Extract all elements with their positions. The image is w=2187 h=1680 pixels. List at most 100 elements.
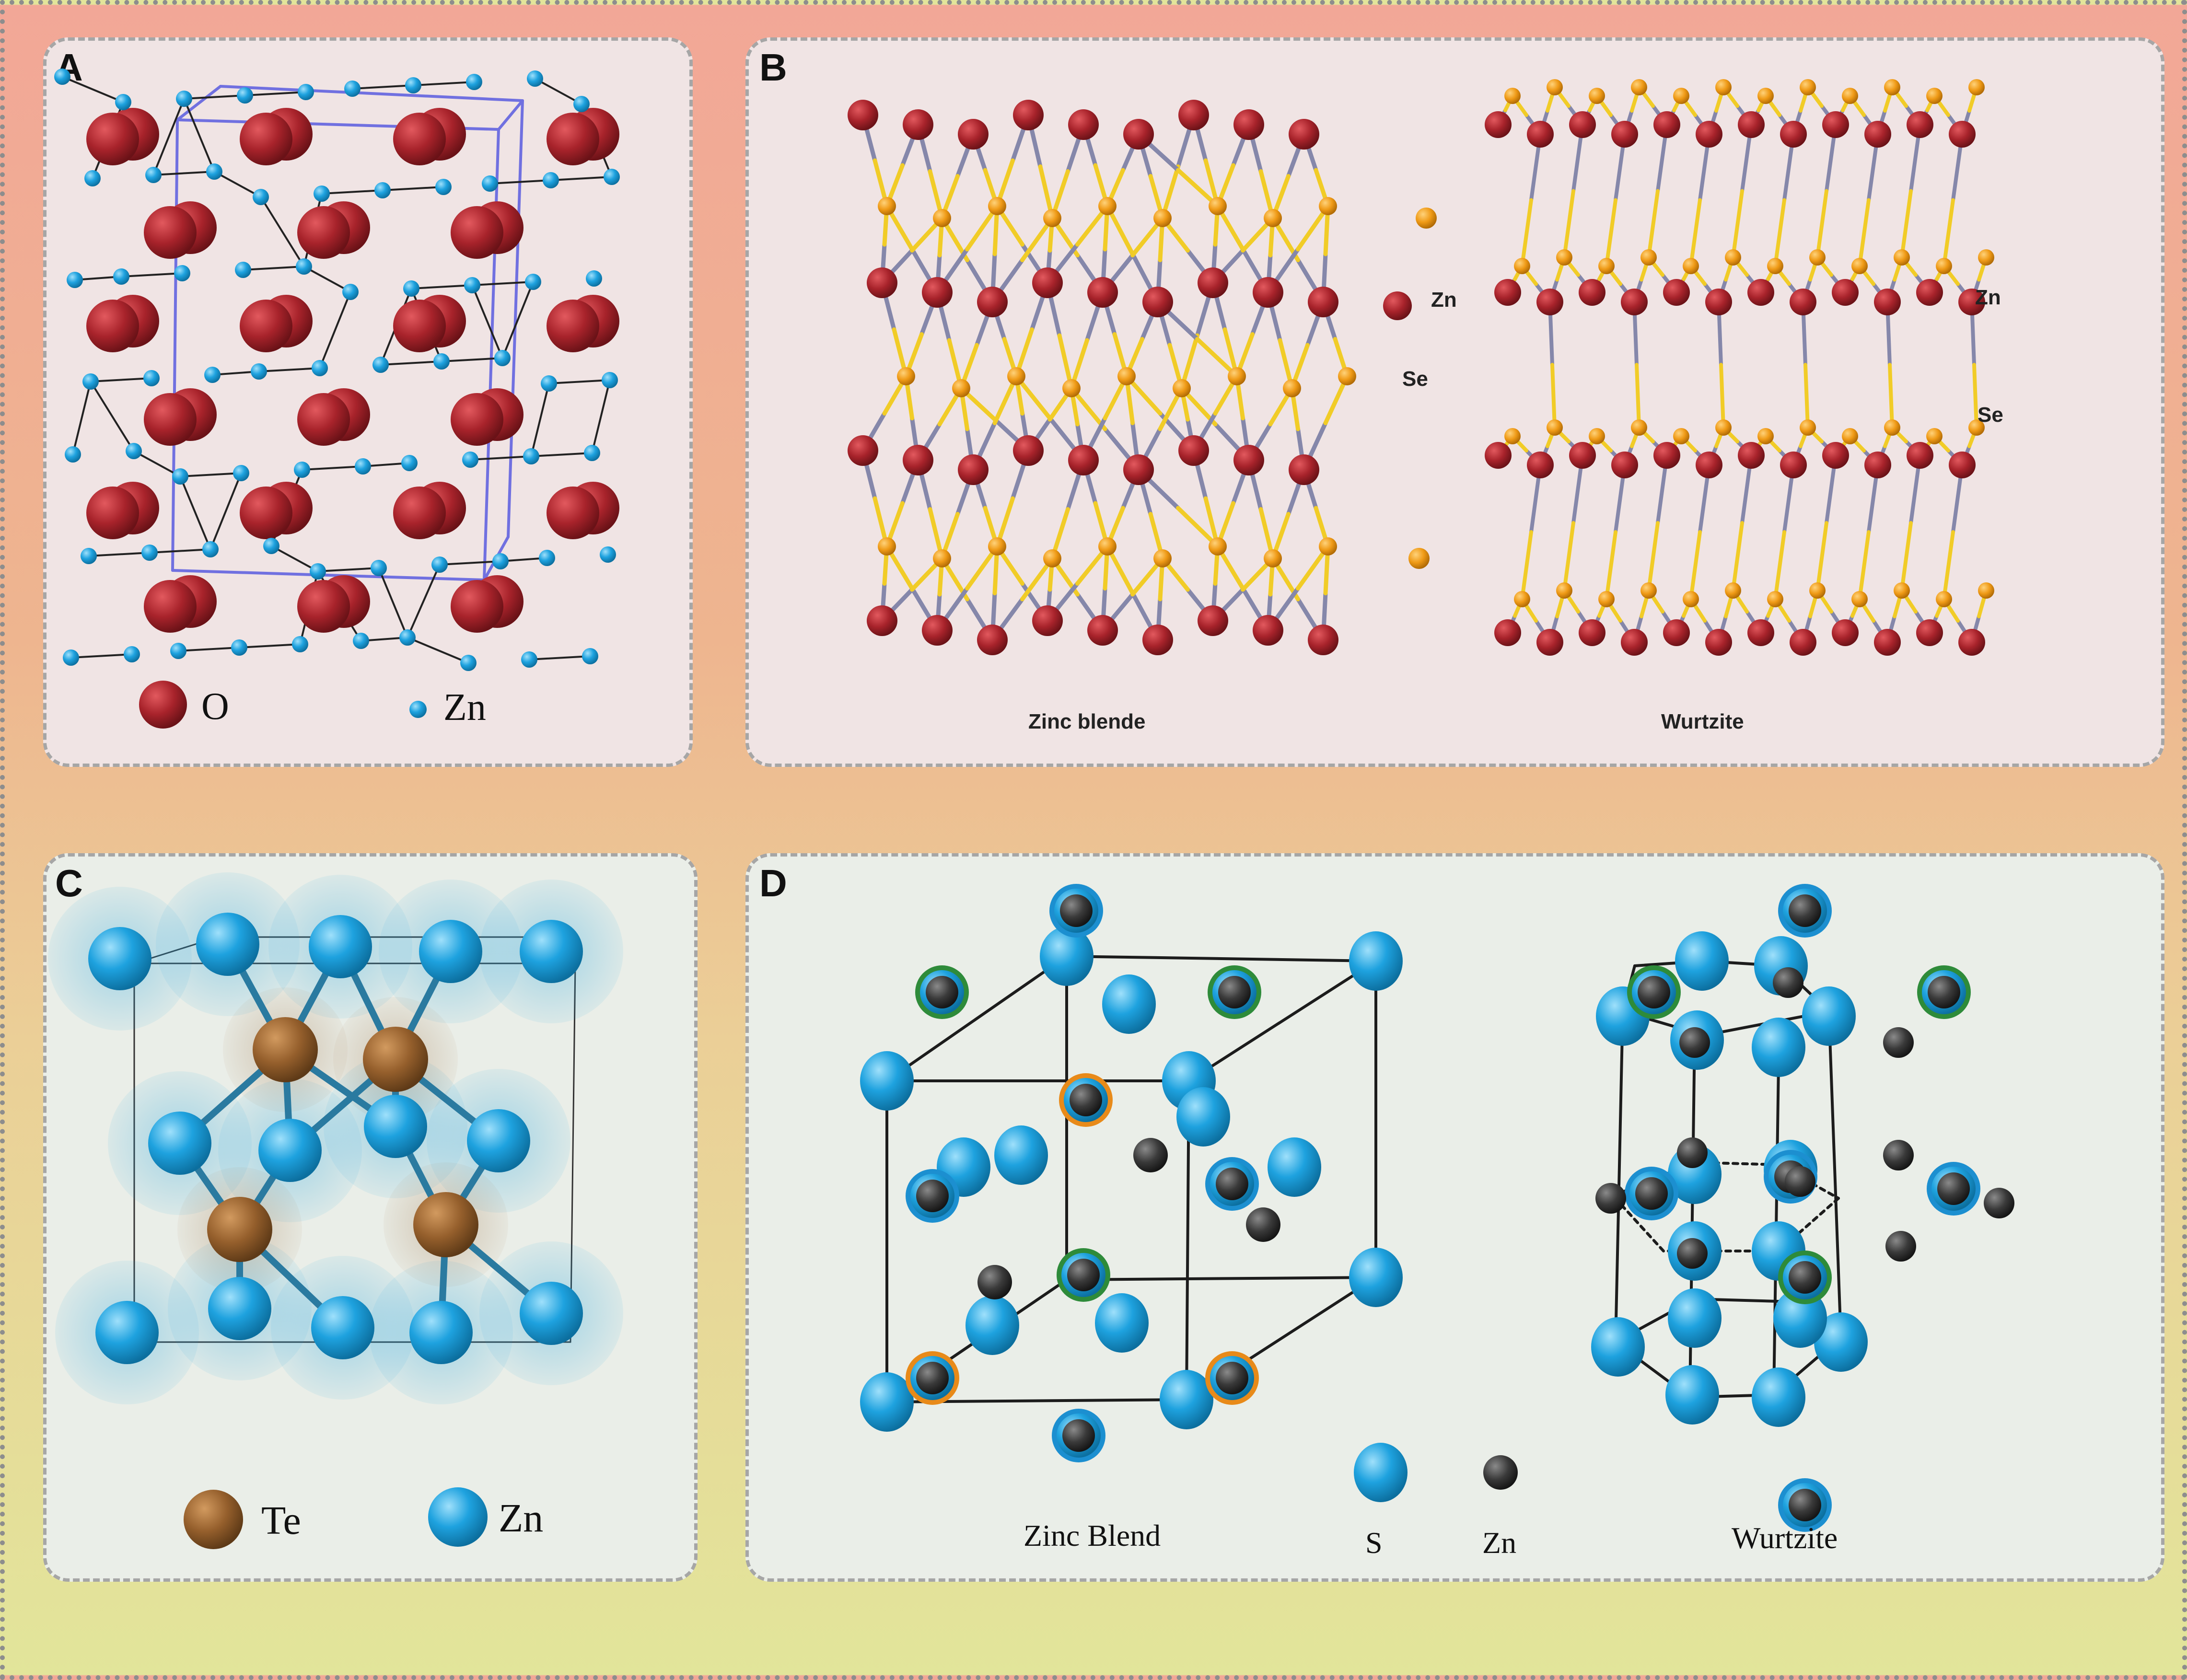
zinc-atom [371, 560, 387, 576]
zno-structure [54, 69, 620, 671]
zinc-atom [202, 541, 219, 557]
selenium-atom-zb [878, 197, 896, 215]
selenium-atom-wz [1851, 258, 1868, 274]
zinc-atom-d [1070, 1084, 1102, 1116]
zinc-atom-c [309, 915, 372, 978]
zinc-atom-wz [1653, 111, 1680, 138]
bond [1605, 530, 1617, 601]
bond [319, 291, 351, 369]
zinc-atom-d [1216, 1362, 1248, 1394]
structures-artwork: O Zn Zn Se Zn Se Zinc blende Wurtzite Te… [48, 69, 2014, 1560]
labels-b: Zn Se Zn Se Zinc blende Wurtzite [1028, 286, 2003, 733]
sulfur-atom [1349, 1248, 1403, 1307]
selenium-atom-zb [1153, 209, 1172, 227]
sulfur-atom [1668, 1288, 1722, 1348]
zinc-atom-d [1246, 1207, 1280, 1242]
zinc-atom-zb [903, 109, 933, 140]
zinc-atom-d [1677, 1137, 1708, 1168]
prism-edge [1827, 1010, 1842, 1339]
zinc-atom [586, 270, 602, 287]
bond [530, 382, 550, 457]
sulfur-atom [1102, 974, 1156, 1034]
selenium-atom-wz [1809, 249, 1826, 266]
zinc-atom-zb [977, 625, 1008, 655]
zinc-atom-wz [1485, 111, 1512, 138]
zinc-atom [403, 280, 419, 297]
selenium-atom-wz [1631, 419, 1647, 436]
oxygen-atom [144, 580, 197, 633]
zinc-atom-zb [1087, 615, 1118, 646]
zinc-atom-zb [1032, 605, 1063, 636]
bond [183, 98, 215, 173]
zinc-atom-wz [1527, 121, 1554, 148]
selenium-atom-wz [1926, 428, 1943, 444]
zinc-atom-wz [1864, 121, 1891, 148]
oxygen-atom [144, 393, 197, 446]
zinc-atom-zb [1178, 435, 1209, 466]
bond [321, 189, 384, 195]
zinc-atom-c [95, 1301, 159, 1364]
zinc-atom-zb [1123, 454, 1154, 485]
selenium-atom-wz [1725, 249, 1741, 266]
zinc-atom-zb [958, 454, 989, 485]
oxygen-atom [297, 393, 350, 446]
zinc-atom [399, 629, 416, 646]
zinc-atom-c [419, 920, 482, 983]
wurtzite-caption-d: Wurtzite [1732, 1521, 1838, 1555]
bond [209, 472, 242, 550]
sulfur-atom [1814, 1312, 1868, 1372]
selenium-atom-zb [1209, 537, 1227, 556]
selenium-atom-wz [1504, 428, 1521, 444]
selenium-atom-wz [1683, 258, 1699, 274]
bond [1942, 198, 1955, 268]
selenium-atom-wz [1725, 582, 1741, 599]
zinc-atom-wz [1663, 619, 1690, 646]
bond [1179, 333, 1199, 391]
zinc-atom-d [1060, 894, 1093, 927]
sulfur-atom [1665, 1365, 1719, 1425]
selenium-atom-wz [1968, 419, 1985, 436]
bond [382, 186, 444, 191]
bond [301, 465, 364, 471]
oxygen-atom [547, 300, 599, 352]
selenium-atom-wz [1504, 88, 1521, 104]
zinc-atom-wz [1949, 121, 1976, 148]
zinc-atom-d [1595, 1183, 1626, 1214]
zinc-atom [65, 446, 81, 463]
prism-edge [1614, 1010, 1624, 1344]
zinc-atom [263, 538, 279, 554]
znse-structures [848, 79, 1994, 656]
selenium-atom-zb [1264, 209, 1282, 227]
zinc-atom [54, 69, 70, 85]
zinc-atom [176, 91, 192, 107]
bond [149, 548, 211, 554]
selenium-atom-zb [1319, 537, 1337, 556]
bond [530, 452, 593, 457]
zinc-atom-zb [1233, 445, 1264, 475]
zinc-atom [431, 556, 448, 573]
bond [410, 284, 473, 290]
zinc-atom [342, 284, 359, 300]
zinc-atom-wz [1494, 279, 1521, 306]
zinc-atom-wz [1705, 289, 1732, 315]
bond [317, 567, 380, 572]
zinc-atom [344, 81, 361, 97]
selenium-atom-wz [1673, 428, 1689, 444]
bond [1731, 189, 1744, 259]
selenium-atom-zb [1173, 379, 1191, 397]
sulfur-atom [1349, 931, 1403, 991]
bond [441, 357, 503, 362]
bond [591, 379, 611, 454]
wz-zn-label: Zn [1975, 286, 2001, 309]
selenium-atom-wz [1757, 428, 1774, 444]
unit-cell-edge [219, 85, 524, 102]
selenium-atom-wz [1715, 79, 1732, 95]
cube-edge [885, 955, 1068, 1082]
selenium-atom-wz [1589, 428, 1605, 444]
legend-d: S Zn Zinc Blend Wurtzite [1024, 1443, 1838, 1560]
oxygen-atom [86, 487, 139, 539]
zinc-atom [435, 179, 452, 195]
zinc-atom-wz [1790, 289, 1816, 315]
zinc-atom [126, 443, 142, 459]
sulfur-atom [1802, 986, 1856, 1046]
